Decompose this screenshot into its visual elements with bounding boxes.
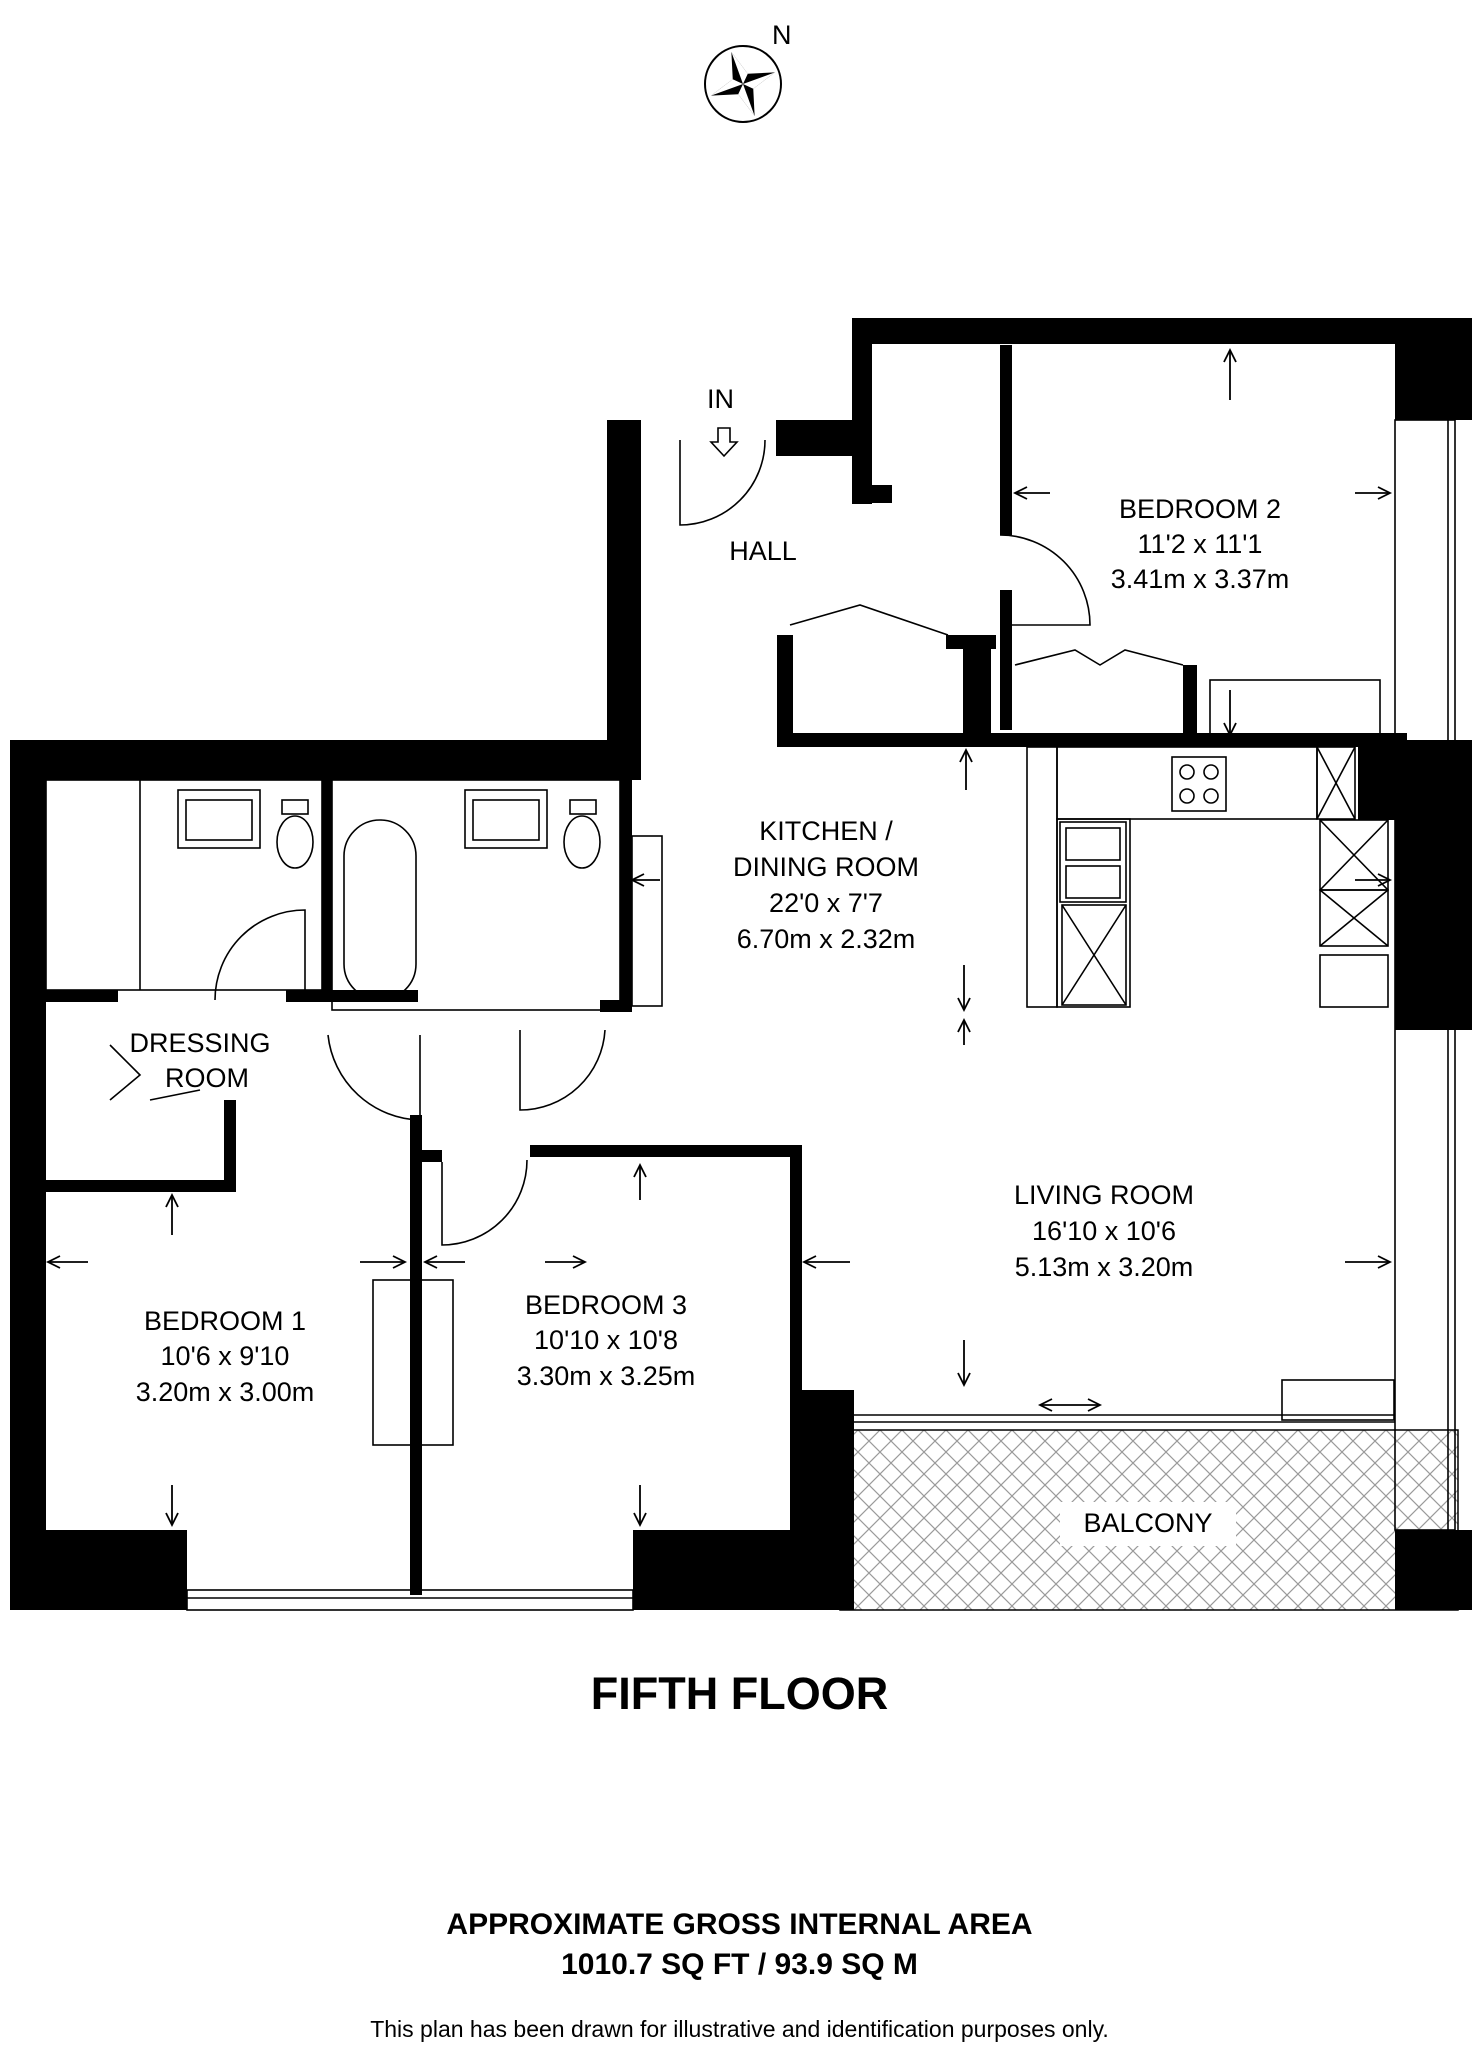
entrance-arrow-icon <box>709 427 739 458</box>
bathroom-fixtures <box>45 679 1381 1011</box>
doors <box>109 439 1184 1446</box>
room-size-imperial-bedroom-3: 10'10 x 10'8 <box>534 1325 678 1355</box>
disclaimer-text: This plan has been drawn for illustrativ… <box>370 2016 1109 2042</box>
room-size-imperial-bedroom-1: 10'6 x 9'10 <box>161 1341 290 1371</box>
room-size-imperial-living-room: 16'10 x 10'6 <box>1032 1216 1176 1246</box>
room-size-imperial-bedroom-2: 11'2 x 11'1 <box>1138 529 1263 559</box>
room-label-bedroom-3: BEDROOM 3 <box>525 1290 687 1320</box>
room-label-kitchen-line2: DINING ROOM <box>733 852 919 882</box>
room-label-bedroom-1: BEDROOM 1 <box>144 1306 306 1336</box>
room-size-metric-kitchen: 6.70m x 2.32m <box>737 924 916 954</box>
room-label-dressing-line1: DRESSING <box>129 1028 270 1058</box>
kitchen-units <box>1026 746 1389 1008</box>
room-size-metric-bedroom-2: 3.41m x 3.37m <box>1111 564 1290 594</box>
room-size-metric-living-room: 5.13m x 3.20m <box>1015 1252 1194 1282</box>
windows <box>186 419 1456 1611</box>
floor-title: FIFTH FLOOR <box>590 1668 889 1719</box>
walls <box>10 318 1472 1610</box>
compass-rose-icon <box>704 45 782 123</box>
compass-north-label: N <box>772 20 792 50</box>
room-label-hall: HALL <box>729 536 797 566</box>
floor-plan: N <box>10 20 1472 1611</box>
room-label-balcony: BALCONY <box>1083 1508 1212 1538</box>
area-title: APPROXIMATE GROSS INTERNAL AREA <box>446 1908 1033 1941</box>
room-label-living-room: LIVING ROOM <box>1014 1180 1194 1210</box>
entrance-label: IN <box>707 384 734 414</box>
room-size-metric-bedroom-3: 3.30m x 3.25m <box>517 1361 696 1391</box>
room-label-bedroom-2: BEDROOM 2 <box>1119 494 1281 524</box>
room-size-metric-bedroom-1: 3.20m x 3.00m <box>136 1377 315 1407</box>
room-label-dressing-line2: ROOM <box>165 1063 249 1093</box>
room-size-imperial-kitchen: 22'0 x 7'7 <box>769 888 883 918</box>
area-value: 1010.7 SQ FT / 93.9 SQ M <box>561 1948 918 1981</box>
room-label-kitchen-line1: KITCHEN / <box>759 816 893 846</box>
dimension-arrows <box>45 347 1393 1528</box>
